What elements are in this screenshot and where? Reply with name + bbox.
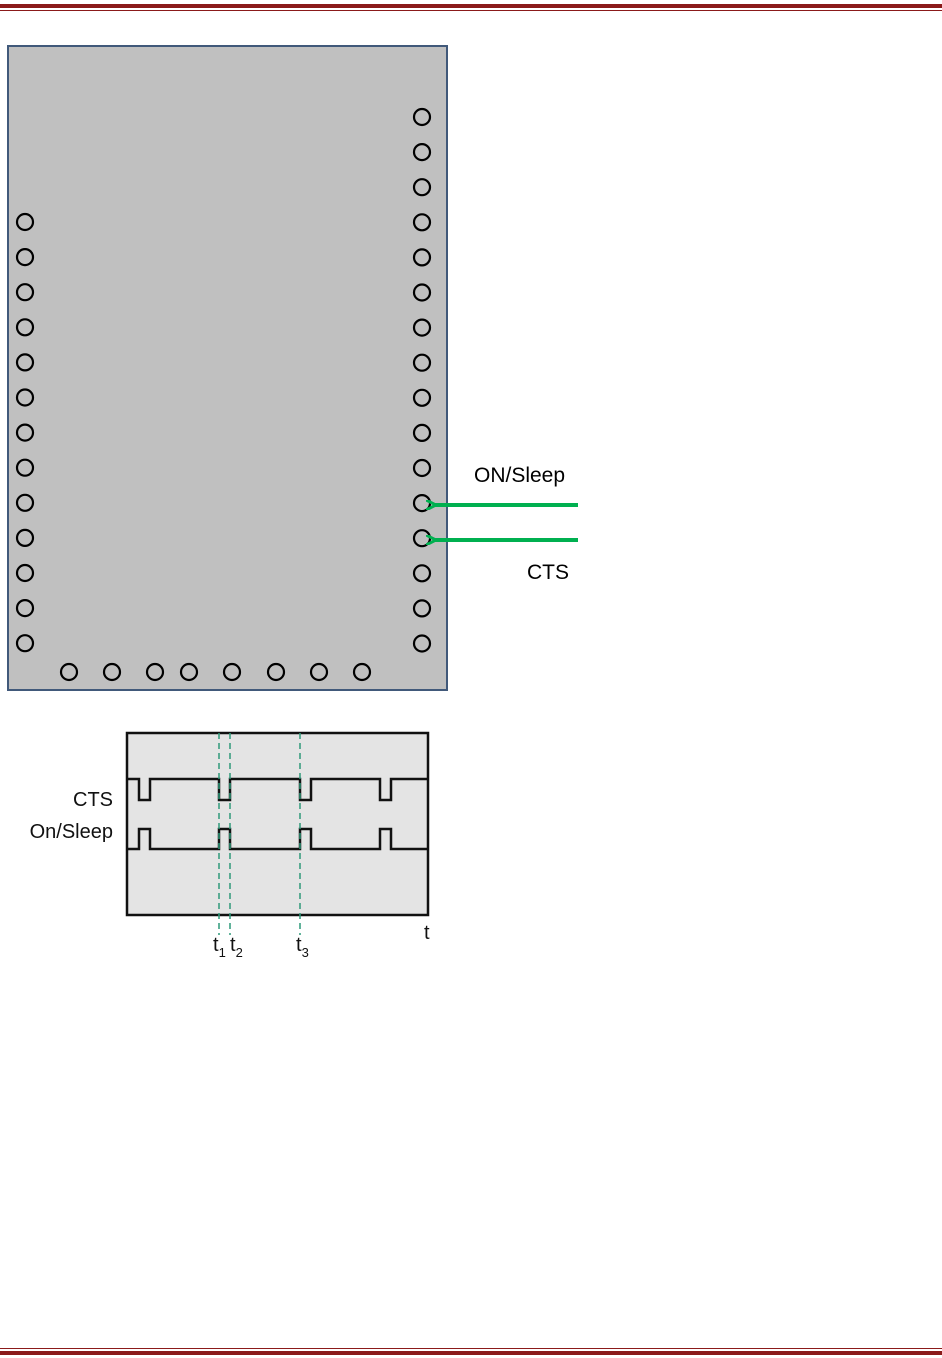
t3-label: t3 [296, 934, 309, 960]
on-sleep-signal-label: On/Sleep [30, 821, 113, 843]
on-sleep-label: ON/Sleep [474, 464, 565, 487]
time-axis-label: t [424, 922, 430, 944]
t1-label: t1 [213, 934, 226, 960]
t2-label: t2 [230, 934, 243, 960]
cts-signal-label: CTS [73, 789, 113, 811]
footer-rule [0, 1348, 942, 1355]
cts-label: CTS [527, 561, 569, 584]
module-body [8, 46, 447, 690]
timing-frame [127, 733, 428, 915]
